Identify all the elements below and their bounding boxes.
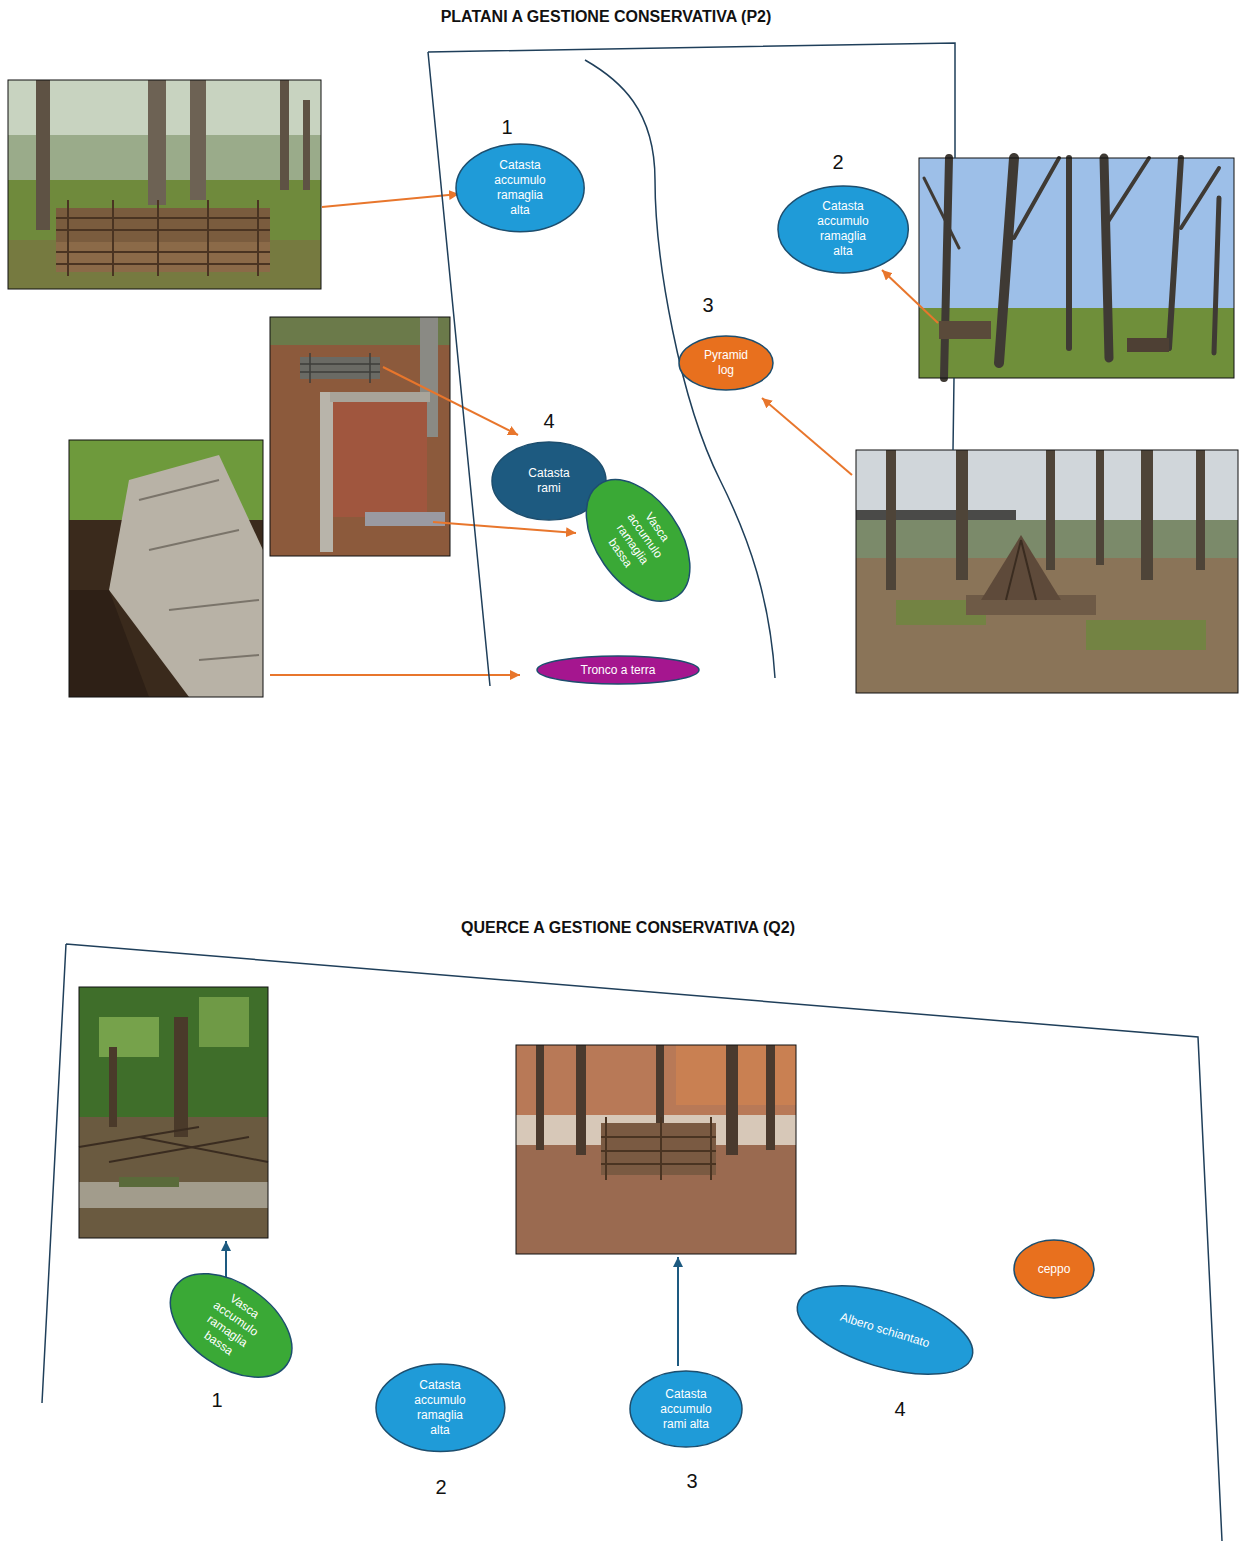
callout-number-wrap: 2 — [421, 1475, 461, 1499]
ellipse-fill — [565, 460, 711, 619]
site-photo — [8, 80, 321, 289]
region-title: PLATANI A GESTIONE CONSERVATIVA (P2) — [0, 7, 1226, 27]
ellipse-fill — [778, 186, 908, 273]
site-feature-ellipse: Catasta accumulo ramaglia alta — [455, 143, 585, 233]
ellipse-fill — [787, 1268, 983, 1392]
site-photo — [919, 158, 1234, 378]
leader-arrow — [226, 1241, 678, 1366]
site-feature-ellipse: Albero schiantato — [786, 1267, 984, 1393]
site-feature-ellipse: Pyramid log — [678, 335, 774, 391]
callout-number: 4 — [880, 1397, 920, 1421]
feature-label: Catasta accumulo ramaglia alta — [408, 1378, 472, 1438]
region-border — [428, 43, 955, 686]
callout-number: 2 — [818, 150, 858, 174]
site-feature-ellipse: Vasca accumulo ramaglia bassa — [150, 1251, 312, 1400]
site-photo — [856, 450, 1238, 693]
callout-number-wrap: 2 — [818, 150, 858, 174]
ellipse-fill — [151, 1252, 310, 1398]
callout-number-wrap: 4 — [529, 409, 569, 433]
callout-number-wrap: 1 — [487, 115, 527, 139]
callout-number: 1 — [487, 115, 527, 139]
region-border — [42, 944, 1222, 1541]
callout-number: 2 — [421, 1475, 461, 1499]
callout-number: 3 — [688, 293, 728, 317]
ellipse-fill — [630, 1371, 742, 1447]
ellipse-fill — [537, 656, 699, 684]
region-title: QUERCE A GESTIONE CONSERVATIVA (Q2) — [9, 918, 1239, 938]
site-region: QUERCE A GESTIONE CONSERVATIVA (Q2) Vasca… — [0, 900, 1239, 1544]
site-feature-ellipse: ceppo — [1013, 1239, 1095, 1299]
callout-number: 3 — [672, 1469, 712, 1493]
region-outline — [0, 0, 1239, 720]
callout-number-wrap: 3 — [688, 293, 728, 317]
ellipse-fill — [456, 144, 584, 232]
feature-label: Catasta accumulo ramaglia alta — [488, 158, 552, 218]
callout-number: 1 — [197, 1388, 237, 1412]
feature-label: ceppo — [1038, 1262, 1071, 1277]
site-photo — [270, 317, 450, 556]
callout-number-wrap: 3 — [672, 1469, 712, 1493]
feature-label: Tronco a terra — [581, 663, 656, 678]
ellipse-fill — [679, 336, 773, 390]
site-feature-ellipse: Catasta accumulo ramaglia alta — [375, 1363, 506, 1453]
site-photo — [69, 440, 263, 697]
feature-label: Pyramid log — [699, 348, 753, 378]
callout-number: 4 — [529, 409, 569, 433]
feature-label: Catasta rami — [521, 466, 577, 496]
site-region: PLATANI A GESTIONE CONSERVATIVA (P2) Cata… — [0, 0, 1239, 720]
feature-label: Catasta accumulo rami alta — [654, 1387, 718, 1432]
feature-label: Catasta accumulo ramaglia alta — [811, 199, 875, 259]
site-feature-ellipse: Catasta accumulo rami alta — [629, 1370, 743, 1448]
site-feature-ellipse: Catasta accumulo ramaglia alta — [777, 185, 909, 274]
site-photo — [516, 1045, 796, 1254]
ellipse-fill — [376, 1364, 505, 1452]
ellipse-fill — [1014, 1240, 1094, 1298]
region-outline — [0, 900, 1239, 1544]
site-photo — [79, 987, 268, 1238]
callout-number-wrap: 4 — [880, 1397, 920, 1421]
callout-number-wrap: 1 — [197, 1388, 237, 1412]
site-feature-ellipse: Tronco a terra — [536, 655, 700, 685]
